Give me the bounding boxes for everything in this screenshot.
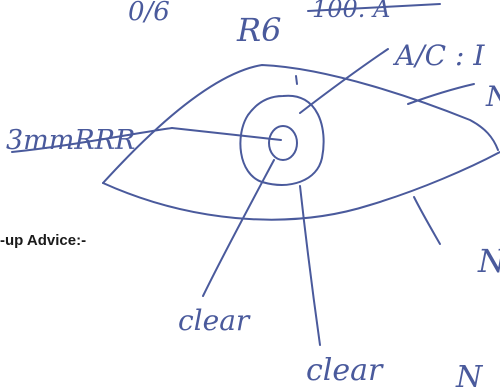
- advice-section-label: -up Advice:-: [0, 232, 86, 249]
- lesion-pointer-line: [172, 128, 281, 140]
- ac-pointer-line: [300, 49, 388, 113]
- eye-outline-lower: [103, 152, 500, 220]
- conjunctiva-pointer-line: [408, 84, 474, 104]
- eye-outline-upper: [103, 65, 498, 183]
- bottom-right-fragment: N: [455, 360, 484, 387]
- right-top-fragment: N: [485, 80, 500, 113]
- lower-lid-pointer-line: [414, 197, 440, 244]
- top-fragment-text: 0/6: [128, 0, 170, 27]
- central-lesion-circle: [269, 126, 297, 160]
- small-tick-mark: [296, 76, 297, 84]
- eye-side-label: R6: [236, 11, 281, 49]
- right-mid-fragment: N: [477, 242, 500, 280]
- clear-label-2: clear: [306, 353, 384, 387]
- ac-label: A/C : I: [392, 39, 485, 72]
- cornea-circle: [240, 96, 323, 185]
- clear-1-pointer-line: [203, 160, 274, 296]
- clear-label-1: clear: [178, 304, 251, 337]
- struck-out-text: 100. A: [312, 0, 390, 23]
- clear-2-pointer-line: [300, 186, 320, 345]
